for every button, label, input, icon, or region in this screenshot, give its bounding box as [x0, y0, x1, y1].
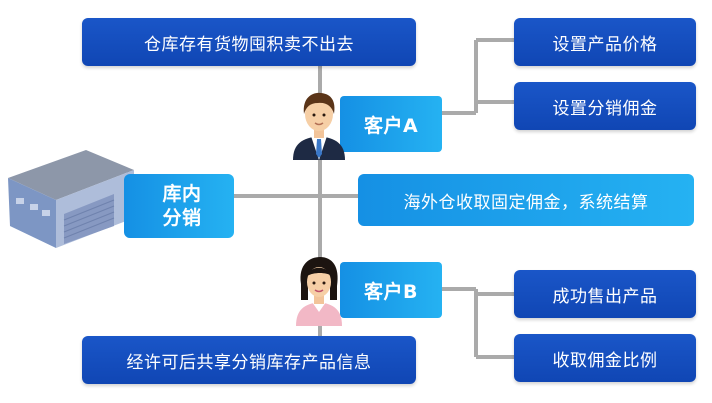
warehouse-line-2: 分销: [162, 207, 202, 229]
warehouse-icon: [8, 150, 134, 248]
stock-issue-box: 仓库存有货物囤积卖不出去: [82, 18, 416, 66]
share-inventory-box: 经许可后共享分销库存产品信息: [82, 336, 416, 384]
sold-product-box: 成功售出产品: [514, 270, 696, 318]
warehouse-line-1: 库内: [162, 183, 202, 205]
customer-b-label: 客户B: [340, 262, 442, 318]
fixed-commission-box: 海外仓收取固定佣金，系统结算: [358, 174, 694, 226]
set-commission-box: 设置分销佣金: [514, 82, 696, 130]
collect-commission-box: 收取佣金比例: [514, 334, 696, 382]
warehouse-distribution-label: 库内 分销: [124, 174, 234, 238]
set-price-box: 设置产品价格: [514, 18, 696, 66]
customer-a-label: 客户A: [340, 96, 442, 152]
businesswoman-icon: [296, 257, 342, 326]
businessman-icon: [293, 92, 345, 160]
